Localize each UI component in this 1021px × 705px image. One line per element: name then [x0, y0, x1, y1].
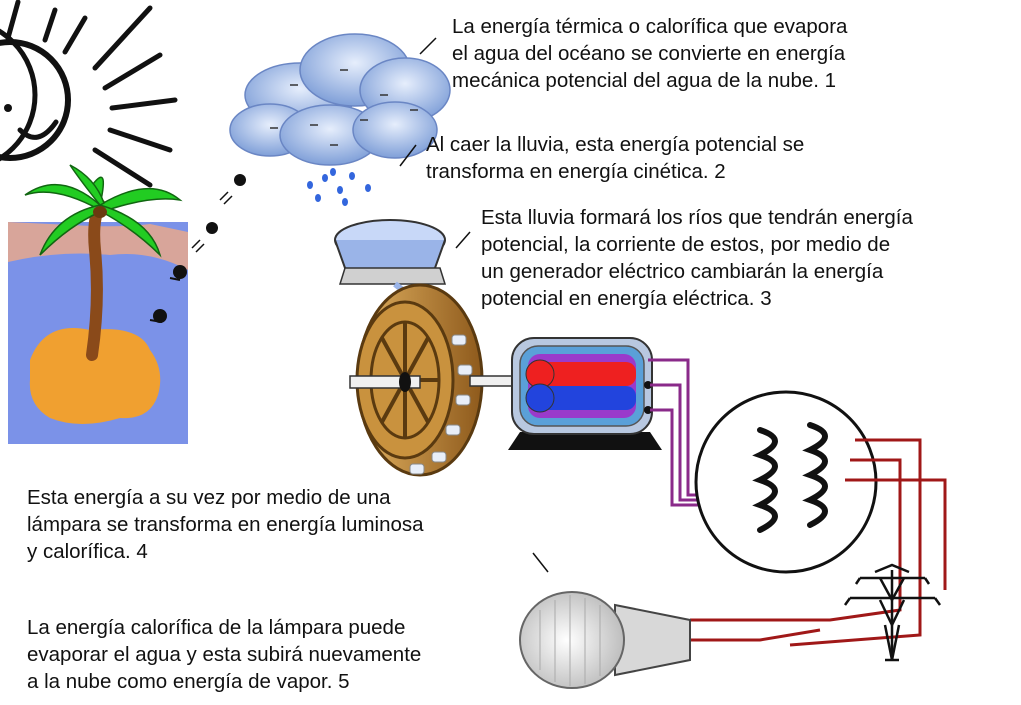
caption-3-line-3: un generador eléctrico cambiarán la ener… [481, 260, 884, 283]
caption-5-line-1: La energía calorífica de la lámpara pued… [27, 616, 406, 639]
caption-5-line-2: evaporar el agua y esta subirá nuevament… [27, 643, 422, 666]
caption-4: Esta energía a su vez por medio de una l… [27, 484, 424, 565]
lamp-icon [519, 591, 691, 689]
palm-leaves [24, 164, 183, 258]
water-wheel [349, 283, 484, 477]
caption-1-line-1: La energía térmica o calorífica que evap… [452, 15, 848, 38]
caption-1-line-3: mecánica potencial del agua de la nube. … [452, 69, 837, 92]
caption-4-line-3: y calorífica. 4 [27, 540, 148, 563]
caption-pointers [399, 37, 549, 573]
caption-3: Esta lluvia formará los ríos que tendrán… [481, 204, 913, 312]
caption-1: La energía térmica o calorífica que evap… [452, 13, 847, 94]
vapor-droplets [149, 174, 246, 323]
caption-3-line-4: potencial en energía eléctrica. 3 [481, 287, 772, 310]
generator-wires [648, 358, 700, 507]
caption-3-line-1: Esta lluvia formará los ríos que tendrán… [481, 206, 913, 229]
transformer-icon [694, 390, 878, 574]
caption-2-line-2: transforma en energía cinética. 2 [426, 160, 726, 183]
sun-icon [0, 0, 178, 188]
caption-2: Al caer la lluvia, esta energía potencia… [426, 131, 804, 185]
power-tower-icon [843, 563, 942, 662]
caption-3-line-2: potencial, la corriente de estos, por me… [481, 233, 891, 256]
caption-4-line-2: lámpara se transforma en energía luminos… [27, 513, 424, 536]
caption-2-line-1: Al caer la lluvia, esta energía potencia… [426, 133, 805, 156]
caption-5: La energía calorífica de la lámpara pued… [27, 614, 421, 695]
caption-4-line-1: Esta energía a su vez por medio de una [27, 486, 391, 509]
electric-generator [508, 337, 662, 450]
caption-5-line-3: a la nube como energía de vapor. 5 [27, 670, 350, 693]
rain-drops [307, 168, 371, 206]
caption-1-line-2: el agua del océano se convierte en energ… [452, 42, 846, 65]
island-scene [8, 164, 188, 444]
rain-cloud [229, 33, 451, 166]
